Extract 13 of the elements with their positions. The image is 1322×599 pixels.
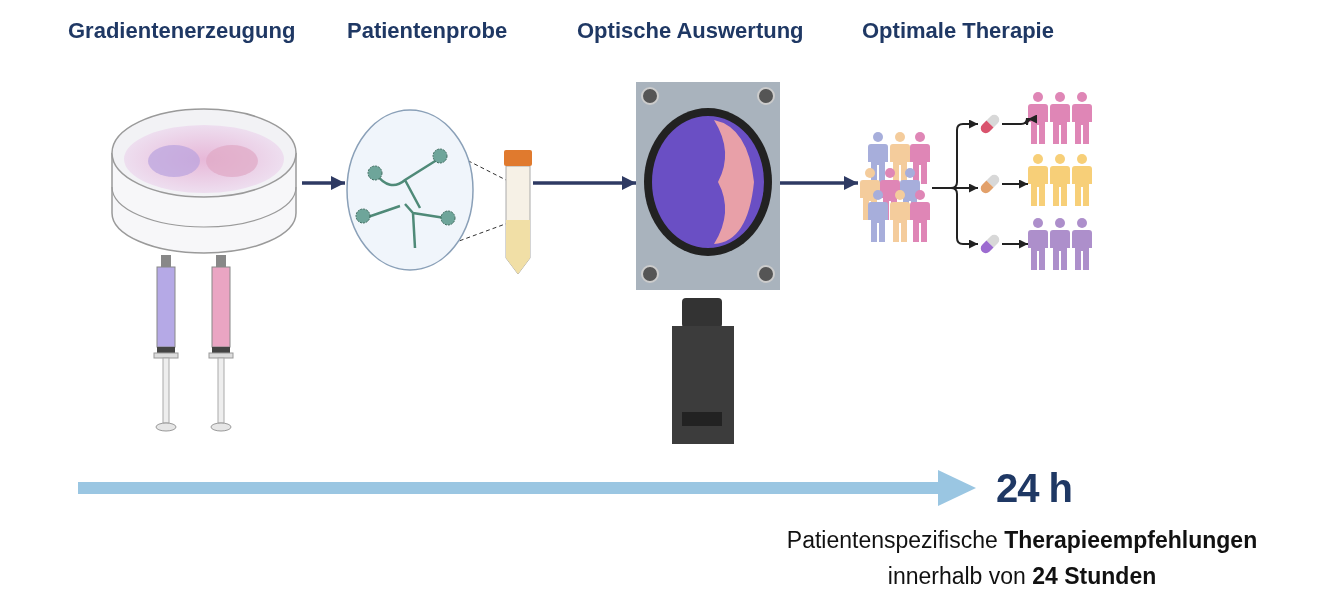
stage-heading: Gradientenerzeugung — [68, 18, 296, 44]
stage-heading: Optische Auswertung — [577, 18, 804, 44]
arrow — [1001, 114, 1037, 126]
arrow — [1001, 239, 1029, 249]
arrow — [1001, 179, 1029, 189]
stage-heading: Optimale Therapie — [862, 18, 1054, 44]
arrow — [931, 187, 979, 249]
arrow — [780, 176, 858, 190]
duration-label: 24 h — [996, 466, 1073, 511]
caption-text: Patientenspezifische Therapieempfehlungen innerhalb von 24 Stunden — [785, 526, 1259, 591]
stage-heading: Patientenprobe — [347, 18, 508, 44]
arrow — [533, 176, 636, 190]
arrow — [302, 176, 345, 190]
